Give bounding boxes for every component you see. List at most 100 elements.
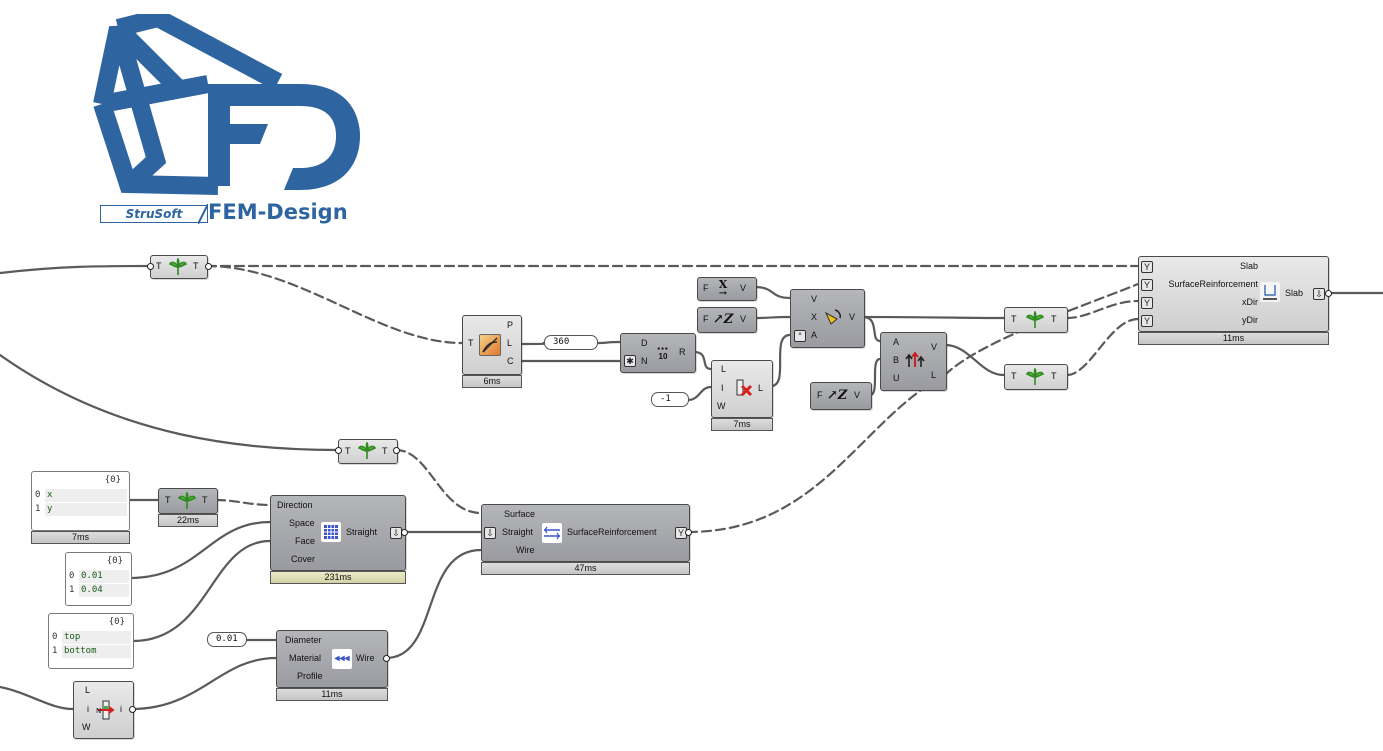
output-t: T: [193, 261, 199, 271]
port-knob[interactable]: [129, 706, 136, 713]
unit-x-component[interactable]: F X→ V: [697, 277, 757, 301]
input-f: F: [703, 314, 709, 324]
wire-curve-left: [0, 353, 340, 452]
input-n: N: [641, 356, 648, 366]
input-a: A: [811, 330, 818, 340]
port-knob[interactable]: [393, 447, 400, 454]
straight-reinforcement-component[interactable]: Direction Space Face Cover Straight ⇩: [270, 495, 406, 571]
unit-z-vector-icon: ↗Z: [826, 388, 848, 403]
surface-reinforcement-component[interactable]: Surface ⇩ Straight Wire SurfaceReinforce…: [481, 504, 690, 562]
input-ydir: yDir: [1242, 315, 1258, 325]
panel-header: {0}: [108, 617, 125, 627]
unit-z-component-1[interactable]: F ↗Z V: [697, 307, 757, 333]
divide-number-icon: ▪▪▪10: [657, 344, 669, 361]
output-v: V: [854, 390, 861, 400]
strusoft-logo-text: StruSoft: [100, 205, 208, 223]
input-t: T: [1011, 371, 1017, 381]
list-item-component[interactable]: L I W L: [711, 360, 773, 418]
input-a-degrees-flag-icon: °: [794, 330, 806, 342]
slab-evaluate-component[interactable]: T P L C: [462, 315, 522, 375]
graft-tree-icon: [358, 442, 376, 459]
input-surfacereinforcement: SurfaceReinforcement: [1168, 279, 1258, 289]
fem-design-logo: [93, 14, 360, 195]
input-xdir-graft-flag-icon: Y: [1141, 297, 1153, 309]
input-d: D: [641, 338, 648, 348]
list-item-remove-icon: [734, 378, 754, 398]
input-l: L: [721, 364, 727, 374]
divide-component[interactable]: D ✱ N ▪▪▪10 R: [620, 333, 696, 373]
svg-text:N: N: [96, 707, 101, 715]
port-knob[interactable]: [205, 263, 212, 270]
graft-tree-icon: [169, 258, 187, 275]
input-diameter: Diameter: [285, 635, 322, 645]
graft-tree-icon: [1026, 311, 1044, 328]
input-xdir: xDir: [1242, 297, 1258, 307]
port-knob[interactable]: [1325, 290, 1332, 297]
port-knob[interactable]: [685, 529, 692, 536]
output-v: V: [740, 283, 747, 293]
angle-number-slider[interactable]: 360: [544, 335, 598, 350]
input-surfacereinforcement-graft-flag-icon: Y: [1141, 279, 1153, 291]
input-t: T: [165, 495, 171, 505]
wire-time: 11ms: [276, 688, 388, 701]
list-item-insert-icon: N: [96, 700, 116, 720]
factor-number-slider[interactable]: -1: [651, 392, 689, 407]
directions-panel-time: 7ms: [31, 531, 130, 544]
rotate-vector-component[interactable]: V X ° A V: [790, 289, 865, 348]
wire-left-bottom: [0, 685, 75, 711]
graft-component-5[interactable]: T T: [1004, 364, 1068, 390]
input-i: I: [721, 383, 724, 393]
input-t: T: [1011, 314, 1017, 324]
output-t: T: [202, 495, 208, 505]
panel-header: {0}: [106, 556, 123, 566]
output-l: L: [931, 370, 937, 380]
output-r: R: [679, 347, 686, 357]
wire-slab-in: [0, 264, 152, 275]
port-knob[interactable]: [383, 655, 390, 662]
input-v: V: [811, 294, 818, 304]
output-v: V: [931, 342, 938, 352]
panel-header: {0}: [104, 475, 121, 485]
cross-product-component[interactable]: A B U V L: [880, 332, 947, 391]
list-item-component-2[interactable]: L i W N i: [73, 681, 134, 739]
graft-component-2[interactable]: T T: [338, 439, 398, 464]
output-wire: Wire: [356, 653, 375, 663]
port-knob[interactable]: [147, 263, 154, 270]
input-wire: Wire: [516, 545, 535, 555]
output-v: V: [849, 312, 856, 322]
diameter-number-slider[interactable]: 0.01: [207, 632, 247, 647]
output-flatten-flag-icon: ⇩: [1313, 288, 1325, 300]
output-l: L: [507, 338, 513, 348]
input-w: W: [82, 722, 91, 732]
output-p: P: [507, 320, 514, 330]
input-ydir-graft-flag-icon: Y: [1141, 315, 1153, 327]
input-l: L: [85, 685, 91, 695]
slab-reinforcement-icon: [1260, 282, 1280, 302]
wire-component[interactable]: Diameter Material Profile ◂◂◂ Wire: [276, 630, 388, 688]
fem-design-logo-text: FEM-Design: [208, 200, 348, 224]
input-surface: Surface: [504, 509, 536, 519]
output-c: C: [507, 356, 514, 366]
surface-evaluate-icon: [479, 334, 501, 356]
input-straight-flatten-flag-icon: ⇩: [484, 527, 496, 539]
graft-component-3[interactable]: T T: [158, 488, 218, 514]
input-t: T: [156, 261, 162, 271]
input-f: F: [817, 390, 823, 400]
input-direction: Direction: [277, 500, 313, 510]
unit-z-component-2[interactable]: F ↗Z V: [810, 382, 872, 410]
graft-component-1[interactable]: T T: [150, 255, 208, 279]
slab-surface-reinforcement-component[interactable]: Y Y Y Y Slab SurfaceReinforcement xDir y…: [1138, 256, 1329, 332]
port-knob[interactable]: [335, 447, 342, 454]
port-knob[interactable]: [401, 529, 408, 536]
input-x: X: [811, 312, 818, 322]
graft-component-4[interactable]: T T: [1004, 307, 1068, 333]
cross-product-icon: [905, 350, 925, 370]
input-slab: Slab: [1239, 261, 1258, 271]
